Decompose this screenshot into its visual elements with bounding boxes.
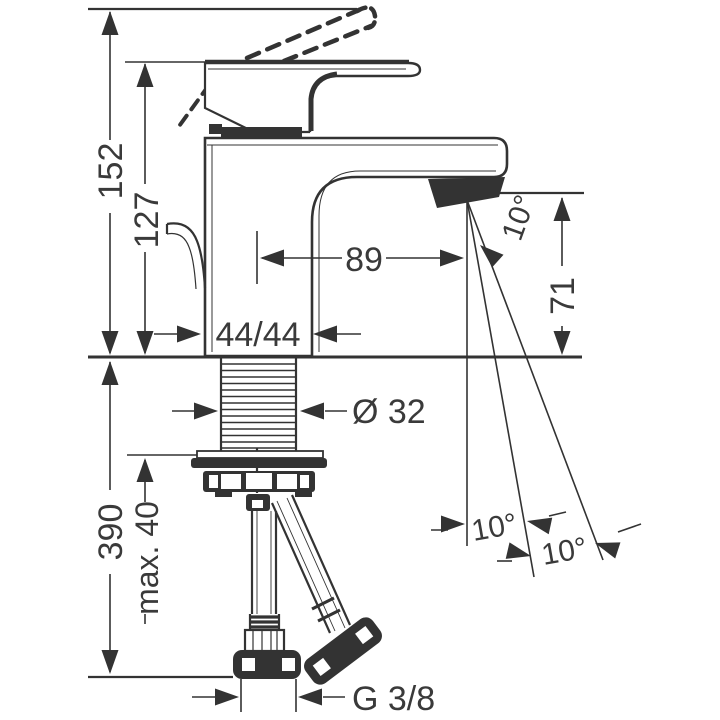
hose-manifold-hole [252,500,263,508]
arrow-left [298,688,322,706]
nut-facet [300,475,309,488]
arrow-right [177,325,201,343]
connector-nut-facet [242,658,255,671]
nut-tab-right [295,492,312,497]
dim-spout-height-label: 71 [544,277,582,315]
hose-crimp-bands [250,615,279,629]
dim-hole-diameter: Ø 32 [172,393,426,431]
raised-handle-base-edge [175,83,211,131]
angled-nut-facet [312,657,331,677]
hose-connector-nut-angled [304,617,382,685]
arrow-right [215,688,239,706]
nut-facet [209,475,218,488]
hose-slanted-crimp [311,596,341,623]
dim-hole-diameter-label: Ø 32 [352,393,426,431]
arrow-left [527,517,553,535]
arrow-left [595,542,621,559]
hose-vertical-shading [256,511,272,614]
spout-aerator [428,177,505,208]
arrow-down [101,331,119,355]
arrow-right [194,402,218,420]
extension-lines [240,679,297,712]
hose-fitting-body [243,628,286,653]
handle-base-tab [209,124,222,134]
arrow-right [440,249,464,267]
angle-outer-label: 10° [539,531,589,571]
angle-inner-label: 10° [469,507,519,547]
nut-facet [221,474,241,489]
hose-vertical-walls [250,511,278,614]
dim-base-footprint: 44/44 [154,316,361,354]
dim-max-thickness-label: max. 40 [129,501,165,615]
arrow-left [260,249,284,267]
arrow-up [136,63,154,87]
angle-top-label: 10° [496,191,543,245]
angle-dim-outer: 10° [497,523,642,572]
nut-tab-left [215,492,232,497]
handle-base-foot [221,127,302,138]
dim-spout-height: 71 [544,197,582,355]
arrow-up [101,361,119,385]
dim-spout-reach: 89 [256,231,464,284]
mounting-hardware [191,450,327,511]
dim-overall-height: 152 [92,11,130,355]
angled-nut-body [304,617,382,685]
spout-inner-line [318,170,361,352]
nut-facet [277,474,297,489]
supply-hoses [233,494,382,685]
dim-body-height: 127 [128,63,166,355]
handle-raised-dashed [175,5,378,131]
dim-body-height-label: 127 [128,192,166,249]
nut-facet [246,473,272,489]
angled-nut-facet [355,625,374,645]
shank-walls [219,358,298,452]
body-hook-inner [166,232,197,290]
arrow-tail [548,511,567,517]
dim-hose-length-label: 390 [92,504,130,561]
raised-lever-top-edge [244,7,362,61]
connector-nut-facet [282,658,295,671]
angle-dim-top: 10° [480,191,543,268]
hose-connector-nut [233,650,301,679]
arrow-down [136,331,154,355]
arrow-down [553,331,571,355]
hose-fitting-ridges [252,630,278,651]
faucet-handle [203,59,422,138]
mounting-flange [191,458,327,468]
raised-lever-bottom-edge [281,23,374,64]
dim-spout-reach-label: 89 [345,241,383,279]
stream-10deg [466,199,535,578]
lever-stem [308,71,338,131]
washer-plate [196,450,324,459]
arrow-down [101,650,119,674]
arrow-left [313,325,337,343]
arrow-right [505,542,531,559]
arrow-left [300,402,324,420]
dim-max-mounting-thickness: max. 40 [129,458,165,624]
arrow-right [441,515,465,533]
body-hook-outer [166,222,207,289]
hose-slanted-shading [276,497,346,632]
arrow-tail [617,523,642,533]
angle-dim-inner: 10° [431,507,567,548]
hose-slanted-walls [270,494,352,634]
faucet-body [165,136,509,358]
arrow-up [553,197,571,221]
dim-overall-height-label: 152 [92,143,130,200]
dim-thread-size-label: G 3/8 [352,680,435,718]
arrow-up [136,458,154,482]
shank-threads [222,363,295,449]
body-and-spout-outline [203,136,509,358]
raised-lever-tip [354,5,378,31]
arrow-up [101,11,119,35]
dim-base-footprint-label: 44/44 [215,316,300,354]
dim-thread-size: G 3/8 [192,679,435,718]
dim-hose-length: 390 [92,361,130,674]
arrow-angled [480,245,504,268]
